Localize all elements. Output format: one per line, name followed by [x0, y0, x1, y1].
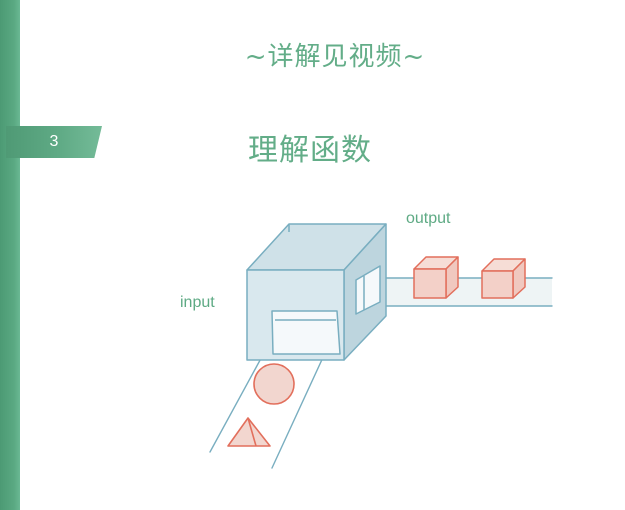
input-conveyor [209, 317, 338, 469]
input-triangle-edge [247, 417, 257, 447]
input-belt-right-edge [271, 326, 338, 469]
input-circle-shape [253, 363, 295, 405]
note-title: ~详解见视频~ [244, 42, 426, 72]
input-label: input [180, 294, 215, 311]
input-belt-left-edge [209, 317, 284, 453]
input-shapes [227, 363, 295, 447]
input-triangle-shape [227, 417, 271, 447]
page-number-tab [6, 126, 102, 158]
output-conveyor [371, 277, 553, 307]
output-cube-2-front [481, 270, 514, 299]
box-front-face [246, 269, 345, 361]
output-cube-2-top [481, 258, 526, 272]
left-accent-bar [0, 0, 20, 510]
function-box [246, 223, 387, 361]
output-cube-2 [481, 258, 526, 299]
output-cube-2-side [512, 258, 526, 299]
page-number: 3 [49, 133, 59, 150]
section-title: 理解函数 [248, 133, 372, 168]
output-cube-1-top [413, 256, 459, 270]
box-right-face [343, 223, 387, 361]
output-cube-1 [413, 256, 459, 299]
output-cube-1-front [413, 268, 447, 299]
output-label: output [406, 210, 451, 227]
box-top-face [246, 223, 387, 271]
output-opening [355, 265, 381, 315]
input-opening [271, 310, 341, 355]
output-belt-fill [372, 278, 552, 306]
output-cube-1-side [445, 256, 459, 299]
